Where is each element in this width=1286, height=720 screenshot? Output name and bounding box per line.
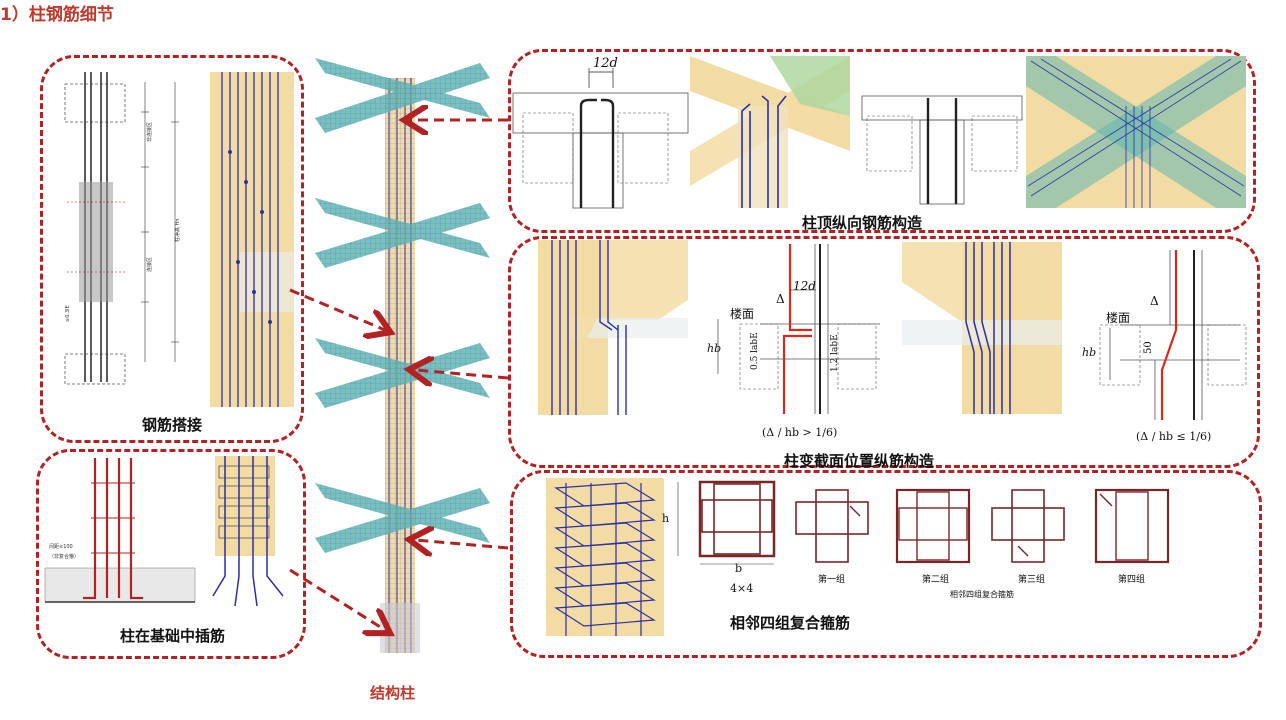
section-change-hb-right: hb (1082, 346, 1097, 359)
section-change-render-a (538, 240, 688, 415)
stirrup-group-2 (895, 488, 971, 564)
structural-column-render (315, 58, 490, 653)
column-top-panel (508, 49, 1256, 233)
section-change-render-b (902, 242, 1062, 414)
stirrup-caption: 相邻四组复合箍筋 (730, 614, 851, 632)
stirrup-dim-b: b (735, 562, 743, 575)
section-change-len-left: 0.5 labE (750, 332, 760, 370)
svg-text:非连接区: 非连接区 (146, 122, 153, 142)
lap-splice-render (210, 72, 294, 407)
stirrup-group-4 (1094, 488, 1170, 564)
section-change-drawing-a (717, 244, 880, 414)
foundation-panel (36, 449, 306, 659)
structural-column-label: 结构柱 (370, 684, 416, 702)
svg-text:连接区: 连接区 (146, 257, 153, 272)
section-change-dim-12d: 12d (793, 279, 816, 293)
foundation-caption: 柱在基础中插筋 (120, 627, 226, 645)
section-change-len-mid: 1.2 labE (830, 334, 840, 372)
stirrup-section-4x4 (677, 480, 776, 565)
stirrup-group-2-label: 第二组 (922, 575, 950, 585)
section-change-delta-right: Δ (1150, 294, 1159, 308)
svg-text:（非复合箍）: （非复合箍） (49, 553, 79, 560)
column-top-render-a (690, 56, 850, 208)
section-change-slope: 50 (1143, 341, 1154, 354)
lap-splice-caption: 钢筋搭接 (142, 416, 203, 434)
stirrup-panel (510, 470, 1262, 658)
foundation-render (212, 456, 284, 607)
section-change-drawing-b (1099, 250, 1247, 420)
stirrup-group-caption: 相邻四组复合箍筋 (950, 590, 1014, 599)
stirrup-group-4-label: 第四组 (1118, 575, 1146, 585)
section-change-cond-left: (Δ / hb > 1/6) (762, 426, 838, 439)
stirrup-group-1 (795, 489, 869, 563)
section-change-caption: 柱变截面位置纵筋构造 (784, 452, 935, 470)
svg-text:柱净高 Hn: 柱净高 Hn (174, 218, 181, 242)
column-top-dim: 12d (593, 56, 618, 71)
section-change-delta-left: Δ (776, 292, 785, 306)
stirrup-group-3-label: 第三组 (1018, 575, 1046, 585)
svg-text:间距≤100: 间距≤100 (49, 543, 73, 550)
lap-splice-drawing: 非连接区 连接区 柱净高 Hn ≥0.3lE (64, 72, 181, 385)
column-top-render-b (1026, 56, 1246, 208)
section-change-cond-right: (Δ / hb ≤ 1/6) (1136, 430, 1212, 443)
stirrup-group-3 (991, 489, 1065, 563)
stirrup-dim-h: h (662, 512, 670, 525)
stirrup-grid-label: 4×4 (730, 582, 754, 595)
section-change-panel (508, 236, 1260, 468)
foundation-drawing: 间距≤100 （非复合箍） (44, 458, 196, 603)
stirrup-group-1-label: 第一组 (818, 575, 846, 585)
column-top-caption: 柱顶纵向钢筋构造 (802, 214, 923, 232)
page-title: 1）柱钢筋细节 (0, 5, 114, 25)
stirrup-render (546, 478, 664, 636)
svg-text:≥0.3lE: ≥0.3lE (65, 305, 71, 322)
column-top-drawing-a (512, 68, 689, 209)
lap-splice-panel (40, 55, 304, 443)
column-top-drawing-b (861, 95, 1023, 205)
section-change-floor-right: 楼面 (1106, 311, 1131, 325)
section-change-floor-left: 楼面 (730, 307, 755, 321)
section-change-hb-left: hb (707, 342, 722, 355)
